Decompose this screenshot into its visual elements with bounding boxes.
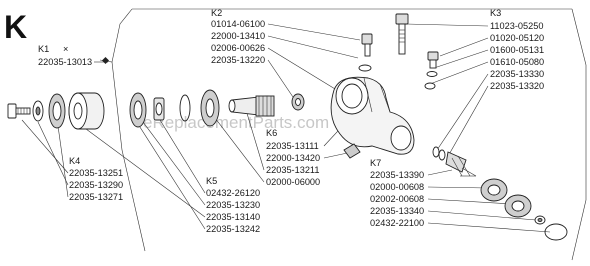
part-number-k3-4[interactable]: 22035-13330 [490, 69, 544, 79]
group-k6-tag: K6 [266, 128, 277, 138]
group-k2: K2 01014-06100 22000-13410 02006-00626 2… [211, 8, 361, 101]
section-letter: K [4, 9, 27, 45]
group-k1-mark: × [63, 44, 68, 54]
part-number-k1-0[interactable]: 22035-13013 [38, 57, 92, 67]
retaining-ring-icon [544, 223, 568, 241]
part-number-k2-0[interactable]: 01014-06100 [211, 19, 265, 29]
shaft-icon [228, 95, 275, 117]
small-washer-icon [534, 215, 546, 225]
part-number-k5-1[interactable]: 22035-13230 [206, 200, 260, 210]
group-k1-tag: K1 [38, 44, 49, 54]
part-number-k6-2[interactable]: 22035-13211 [266, 165, 319, 175]
group-k5-tag: K5 [206, 176, 217, 186]
plug-icon [343, 143, 361, 159]
part-number-k3-2[interactable]: 01600-05131 [490, 45, 544, 55]
part-number-k3-1[interactable]: 01020-05120 [490, 33, 544, 43]
part-number-k6-0[interactable]: 22035-13111 [266, 141, 319, 151]
sleeve-icon [68, 92, 105, 130]
bolt-icon [7, 103, 31, 119]
diamond-marker-icon [101, 56, 110, 65]
part-number-k5-0[interactable]: 02432-26120 [206, 188, 260, 198]
part-number-k6-3[interactable]: 02000-06000 [266, 177, 320, 187]
bearing-k7a-icon [480, 178, 508, 202]
bearing-k5-icon [129, 92, 147, 128]
group-k4-tag: K4 [69, 156, 80, 166]
part-number-k2-1[interactable]: 22000-13410 [211, 31, 265, 41]
watermark: eReplacementParts.com [143, 113, 329, 132]
part-number-k4-1[interactable]: 22035-13290 [69, 180, 123, 190]
collar-icon [153, 97, 165, 121]
part-number-k3-0[interactable]: 11023-05250 [490, 21, 543, 31]
part-number-k4-2[interactable]: 22035-13271 [69, 192, 123, 202]
part-number-k7-1[interactable]: 02000-00608 [370, 182, 424, 192]
bearing-k7b-icon [504, 194, 532, 218]
part-number-k7-0[interactable]: 22035-13390 [370, 170, 424, 180]
output-shaft-icon [432, 146, 477, 177]
part-number-k2-3[interactable]: 22035-13220 [211, 55, 265, 65]
part-number-k4-0[interactable]: 22035-13251 [69, 168, 123, 178]
nut-icon [291, 93, 305, 111]
gearbox-housing-icon [330, 76, 415, 155]
part-number-k7-4[interactable]: 02432-22100 [370, 218, 424, 228]
group-k3-tag: K3 [490, 8, 501, 18]
long-bolt-icon [395, 13, 409, 55]
group-k4: K4 22035-13251 22035-13290 22035-13271 [21, 119, 123, 202]
part-number-k7-3[interactable]: 22035-13340 [370, 206, 424, 216]
clamp-washer-icon [358, 64, 372, 72]
part-number-k3-3[interactable]: 01610-05080 [490, 57, 544, 67]
part-number-k2-2[interactable]: 02006-00626 [211, 43, 265, 53]
part-number-k5-2[interactable]: 22035-13140 [206, 212, 260, 222]
group-k1: K1 × 22035-13013 [38, 44, 110, 67]
clamp-bolt-icon [361, 33, 373, 57]
group-k2-tag: K2 [211, 8, 222, 18]
bearing-k5b-icon [200, 89, 220, 127]
snap-ring-icon [179, 94, 191, 122]
group-k7: K7 22035-13390 02000-00608 02002-00608 2… [370, 158, 551, 233]
part-number-k5-3[interactable]: 22035-13242 [206, 224, 260, 234]
group-k3: K3 11023-05250 01020-05120 01600-05131 0… [405, 8, 544, 159]
part-number-k3-5[interactable]: 22035-13320 [490, 81, 544, 91]
part-number-k6-1[interactable]: 22000-13420 [266, 153, 320, 163]
spring-washer-icon [424, 71, 438, 90]
washer-icon [32, 100, 44, 122]
group-k7-tag: K7 [370, 158, 381, 168]
group-k5: K5 02432-26120 22035-13230 22035-13140 2… [81, 119, 260, 234]
bearing-icon [48, 93, 66, 129]
screw-icon [427, 51, 439, 69]
part-number-k7-2[interactable]: 02002-00608 [370, 194, 424, 204]
